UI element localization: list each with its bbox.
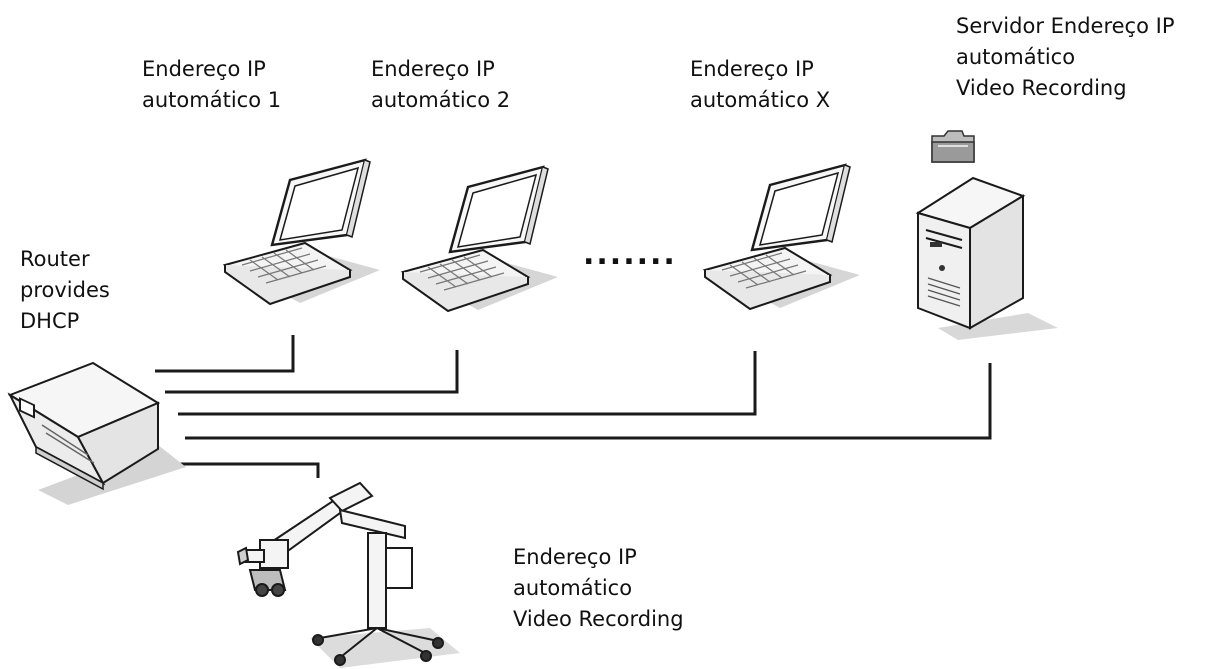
laptop-2-label-line-1: Endereço IP [371, 57, 495, 81]
router-label: Router provides DHCP [20, 244, 110, 337]
laptop-icon [401, 165, 560, 313]
connection-lines [155, 335, 992, 478]
laptop-1-label-line-1: Endereço IP [142, 57, 266, 81]
more-devices-ellipsis: ....... [583, 237, 677, 272]
microscope-label-line-3: Video Recording [513, 607, 684, 631]
laptop-icon [703, 163, 862, 311]
laptop-1-label: Endereço IP automático 1 [142, 54, 281, 116]
folder-icon [931, 130, 975, 163]
laptop-x-label-line-1: Endereço IP [690, 57, 814, 81]
server-label-line-2: automático [956, 45, 1076, 69]
link-server [185, 363, 992, 440]
laptop-2-label-line-2: automático 2 [371, 88, 511, 112]
server-label-line-3: Video Recording [956, 76, 1127, 100]
laptop-1-label-line-2: automático 1 [142, 88, 282, 112]
laptop-icon [223, 158, 382, 306]
surgical-microscope-icon [236, 481, 460, 668]
router-label-line-3: DHCP [20, 309, 80, 333]
link-microscope [178, 462, 320, 478]
link-laptop-1 [155, 335, 295, 373]
microscope-label-line-2: automático [513, 576, 633, 600]
router-label-line-2: provides [20, 278, 110, 302]
link-laptop-2 [165, 350, 459, 394]
microscope-label-line-1: Endereço IP [513, 545, 637, 569]
server-tower-icon [915, 176, 1058, 340]
laptop-2-label: Endereço IP automático 2 [371, 54, 510, 116]
microscope-label: Endereço IP automático Video Recording [513, 542, 684, 635]
router-label-line-1: Router [20, 247, 90, 271]
router-icon [7, 361, 186, 505]
server-label-line-1: Servidor Endereço IP [956, 14, 1175, 38]
laptop-x-label: Endereço IP automático X [690, 54, 830, 116]
server-label: Servidor Endereço IP automático Video Re… [956, 11, 1174, 104]
laptop-x-label-line-2: automático X [690, 88, 831, 112]
link-laptop-x [178, 351, 757, 416]
